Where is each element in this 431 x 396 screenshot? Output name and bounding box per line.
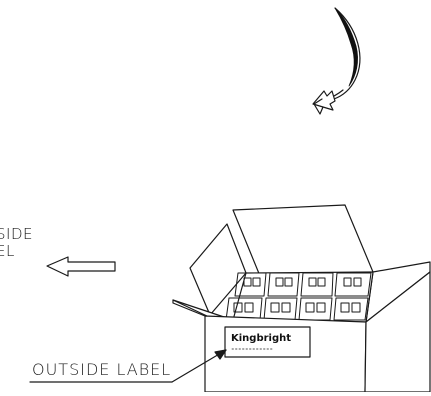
caption-top-line2: EL — [0, 242, 15, 260]
caption-top-line1: SIDE — [0, 225, 33, 243]
box-back-flap — [232, 204, 374, 277]
curved-rotate-arrow — [312, 7, 361, 115]
brand-logo-text: Kingbright — [231, 333, 292, 344]
outside-label-caption-bottom: OUTSIDE LABEL — [32, 360, 172, 379]
outside-label-caption-top: SIDE EL — [0, 226, 33, 260]
carton-box — [172, 204, 431, 393]
left-arrow-icon — [46, 256, 116, 277]
tray-row-back — [234, 272, 372, 297]
outside-label-sticker — [224, 326, 311, 358]
label-leader-line — [29, 349, 227, 383]
